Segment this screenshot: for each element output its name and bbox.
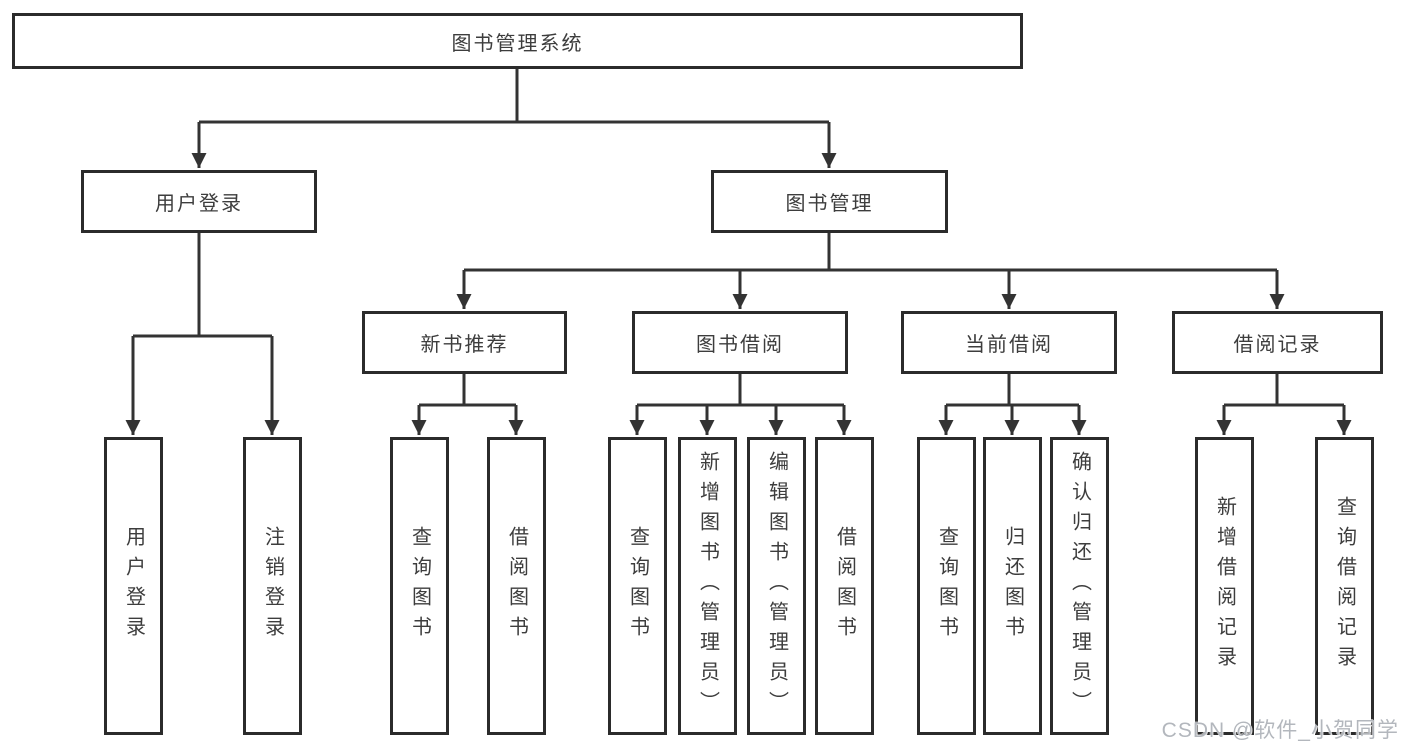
leaf-label: 借阅图书 — [833, 526, 856, 646]
leaf-user-login: 用户登录 — [104, 437, 163, 735]
leaf-query-books-borrow: 查询图书 — [608, 437, 667, 735]
leaf-label: 编辑图书（管理员） — [765, 451, 788, 721]
leaf-label: 新增图书（管理员） — [696, 451, 719, 721]
leaf-label: 确认归还（管理员） — [1068, 451, 1091, 721]
leaf-edit-book-admin: 编辑图书（管理员） — [747, 437, 806, 735]
leaf-return-book: 归还图书 — [983, 437, 1042, 735]
node-user-login: 用户登录 — [81, 170, 317, 233]
leaf-label: 查询图书 — [626, 526, 649, 646]
node-book-borrowing: 图书借阅 — [632, 311, 848, 374]
csdn-watermark: CSDN @软件_小贺同学 — [1161, 719, 1399, 742]
leaf-query-books-current: 查询图书 — [917, 437, 976, 735]
node-new-book-recommendation: 新书推荐 — [362, 311, 567, 374]
leaf-add-book-admin: 新增图书（管理员） — [678, 437, 737, 735]
node-borrowing-records: 借阅记录 — [1172, 311, 1383, 374]
leaf-label: 查询图书 — [935, 526, 958, 646]
leaf-confirm-return-admin: 确认归还（管理员） — [1050, 437, 1109, 735]
leaf-label: 查询借阅记录 — [1333, 496, 1356, 676]
leaf-borrow-books-recommend: 借阅图书 — [487, 437, 546, 735]
leaf-label: 借阅图书 — [505, 526, 528, 646]
node-book-management: 图书管理 — [711, 170, 948, 233]
leaf-add-borrow-record: 新增借阅记录 — [1195, 437, 1254, 735]
leaf-query-books-recommend: 查询图书 — [390, 437, 449, 735]
node-current-borrowing: 当前借阅 — [901, 311, 1117, 374]
leaf-label: 注销登录 — [261, 526, 284, 646]
leaf-label: 新增借阅记录 — [1213, 496, 1236, 676]
leaf-logout: 注销登录 — [243, 437, 302, 735]
node-library-management-system: 图书管理系统 — [12, 13, 1023, 69]
leaf-label: 用户登录 — [122, 526, 145, 646]
leaf-borrow-books: 借阅图书 — [815, 437, 874, 735]
leaf-label: 归还图书 — [1001, 526, 1024, 646]
leaf-label: 查询图书 — [408, 526, 431, 646]
leaf-query-borrow-record: 查询借阅记录 — [1315, 437, 1374, 735]
